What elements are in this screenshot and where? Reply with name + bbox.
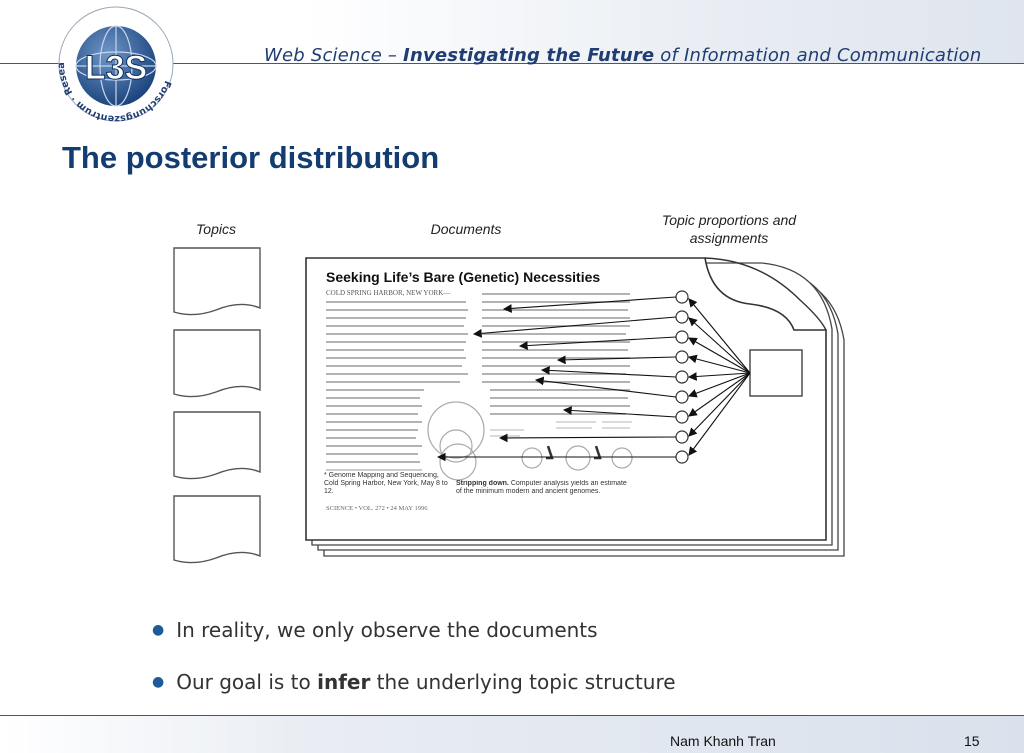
assignment-node bbox=[675, 290, 689, 304]
assignment-node bbox=[675, 410, 689, 424]
footer-bar bbox=[0, 715, 1024, 753]
assignment-node bbox=[675, 310, 689, 324]
footer-author: Nam Khanh Tran bbox=[670, 733, 776, 749]
bullet-item: ●Our goal is to infer the underlying top… bbox=[152, 670, 676, 694]
lda-diagram: Seeking Life’s Bare (Genetic) Necessitie… bbox=[173, 247, 845, 564]
article-footer: SCIENCE • VOL. 272 • 24 MAY 1996 bbox=[326, 505, 428, 512]
topics-label: Topics bbox=[196, 221, 236, 237]
word-assignment-arrows bbox=[436, 296, 677, 462]
assignment-node bbox=[675, 450, 689, 464]
documents-label: Documents bbox=[430, 221, 502, 237]
page-number: 15 bbox=[964, 733, 980, 749]
l3s-logo: Forschungszentrum · Research Center L3S bbox=[58, 6, 174, 122]
genome-diagram bbox=[427, 401, 633, 481]
topic-page bbox=[173, 247, 261, 316]
document-front-page bbox=[305, 257, 827, 541]
assignment-nodes bbox=[675, 290, 689, 464]
assignment-node bbox=[675, 330, 689, 344]
bullet-item: ●In reality, we only observe the documen… bbox=[152, 618, 598, 642]
article-headline: Seeking Life’s Bare (Genetic) Necessitie… bbox=[326, 269, 600, 285]
assignment-node bbox=[675, 390, 689, 404]
lda-figure: Topics Documents Topic proportions and a… bbox=[160, 200, 850, 570]
article-caption-left: * Genome Mapping and Sequencing, Cold Sp… bbox=[324, 472, 448, 495]
topic-page bbox=[173, 495, 261, 564]
genome-diagram-labels bbox=[490, 421, 632, 437]
article-body-left bbox=[326, 301, 468, 463]
article-dateline: COLD SPRING HARBOR, NEW YORK— bbox=[326, 289, 451, 297]
topic-page bbox=[173, 411, 261, 480]
proportion-arrows bbox=[687, 298, 751, 456]
bullet-dot-icon: ● bbox=[152, 622, 165, 638]
assignment-node bbox=[675, 370, 689, 384]
page-title: The posterior distribution bbox=[62, 140, 440, 175]
bullet-dot-icon: ● bbox=[152, 674, 165, 690]
logo-monogram: L3S bbox=[85, 49, 147, 87]
topic-proportions-box bbox=[749, 349, 803, 397]
topic-page bbox=[173, 329, 261, 398]
header-tagline: Web Science – Investigating the Future o… bbox=[264, 45, 982, 66]
header-divider bbox=[0, 63, 1024, 64]
assignment-node bbox=[675, 430, 689, 444]
article-caption-right: Stripping down. Computer analysis yields… bbox=[456, 480, 627, 495]
proportions-label: Topic proportions and assignments bbox=[661, 212, 797, 246]
assignment-node bbox=[675, 350, 689, 364]
